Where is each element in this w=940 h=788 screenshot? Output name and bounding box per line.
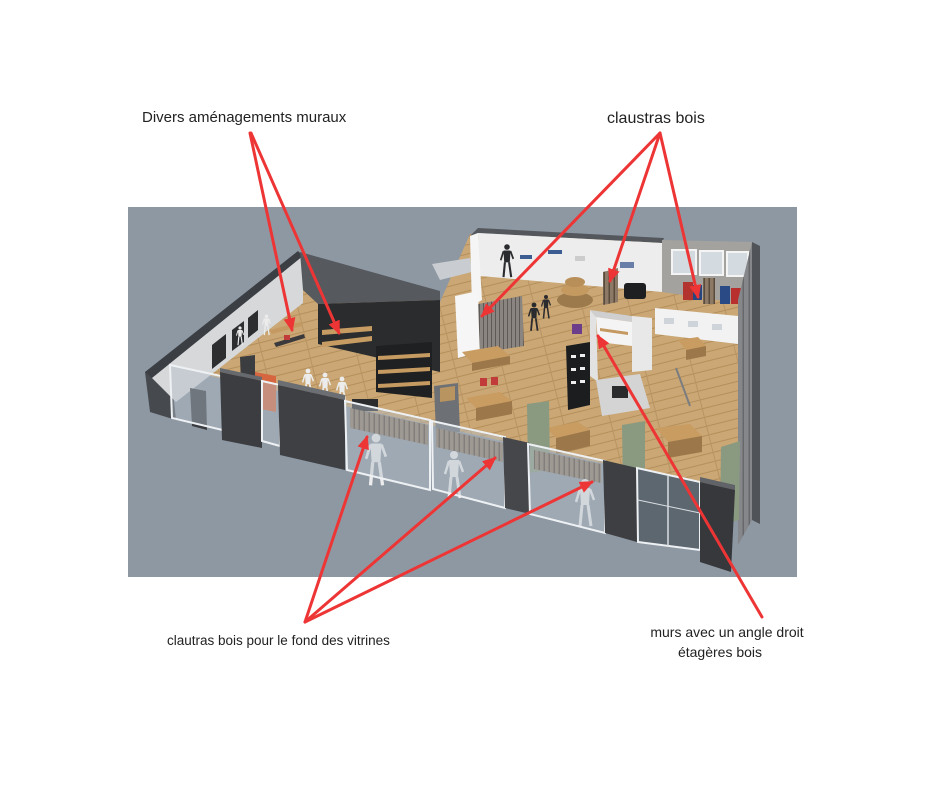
wood-cabinet-top (546, 422, 590, 438)
wood-cabinet-side (556, 430, 590, 454)
arrow-wood-screens (480, 131, 662, 318)
wood-wall-shelf (322, 336, 372, 347)
back-left-wall-top (145, 251, 303, 378)
wood-shelf (600, 328, 628, 335)
shoe-item (571, 355, 576, 358)
folded-stack (664, 318, 674, 324)
wood-table-side (472, 356, 510, 371)
wood-claustra-right (703, 278, 715, 304)
stockroom-roof (300, 252, 440, 304)
facade-block (278, 385, 345, 470)
right-wall-slats (738, 242, 752, 545)
arrow-wood-screens (658, 131, 702, 299)
wood-table-side (686, 346, 706, 360)
seat (612, 386, 628, 398)
round-display-tier (565, 277, 585, 287)
wall-display-item (520, 255, 532, 259)
facade-pillar (503, 437, 530, 514)
facade-block (220, 372, 262, 448)
facade-pillar (603, 460, 637, 542)
label-wall-fixtures: Divers aménagements muraux (142, 109, 347, 126)
arrow-wall-fixtures (248, 131, 296, 332)
wood-table-side (668, 436, 702, 458)
upper-window (699, 250, 724, 276)
wood-table-top (466, 392, 512, 408)
shoe-item (580, 380, 585, 383)
window-wood-claustra (350, 408, 428, 445)
wall-alcove (248, 310, 258, 338)
facade-block-top (220, 368, 262, 381)
facade-block-top (278, 380, 345, 400)
bookcase-shelf (378, 353, 430, 360)
wood-claustra-center (603, 268, 618, 305)
clothing-rail (675, 367, 691, 407)
bookcase-shelf (378, 367, 430, 374)
wood-table-top (462, 346, 510, 363)
entrance-frame (637, 499, 701, 514)
shop-window (343, 399, 431, 492)
shoe-item (580, 354, 585, 357)
upper-partition-top (432, 258, 472, 280)
label-window-backdrops: clautras bois pour le fond des vitrines (167, 633, 390, 648)
shoe-item (571, 381, 576, 384)
wall-shelf (274, 334, 305, 347)
arrow-window-backdrops (303, 456, 497, 624)
white-partition (455, 291, 480, 358)
display-rack-item (491, 377, 498, 385)
window-wood-claustra (534, 450, 601, 483)
display-item (572, 324, 582, 334)
wall-display-item (575, 256, 585, 261)
hanging-garment (720, 286, 730, 304)
facade-block-top (700, 477, 735, 490)
back-left-wall-face (152, 256, 303, 402)
wood-table-side (476, 401, 512, 421)
arrow-window-backdrops (303, 480, 594, 624)
hanging-garment (683, 282, 693, 300)
upper-room-wall-top (470, 228, 664, 243)
arrow-wall-fixtures (249, 131, 341, 335)
arrow-wood-screens (608, 131, 662, 283)
wall-alcove (212, 334, 226, 369)
wood-table-top (678, 337, 706, 350)
label-wood-screens: claustras bois (607, 110, 705, 127)
annotation-arrows (248, 131, 764, 624)
shop-window (261, 379, 281, 448)
arrow-right-angle-walls (596, 334, 764, 619)
label-right-angle-walls: murs avec un angle droit (650, 624, 803, 640)
window-wood-claustra (436, 428, 503, 462)
right-angle-wall-side (590, 310, 598, 382)
wall-display-item (548, 250, 562, 254)
facade-block (700, 482, 735, 572)
upper-room-left-wall (470, 233, 482, 306)
wall-display-item (284, 335, 290, 340)
facade-pillar (190, 388, 207, 430)
right-angle-wall-top (590, 310, 632, 322)
round-display-table (557, 292, 593, 308)
shoe-item (571, 368, 576, 371)
wall-display-item (620, 262, 634, 268)
wood-column-panel (440, 386, 455, 402)
arrow-window-backdrops (303, 435, 369, 624)
right-wall-edge (752, 242, 760, 524)
hanging-garment (731, 288, 741, 304)
armchair (624, 283, 646, 299)
display-rack-item (480, 378, 487, 386)
label-wood-shelves: étagères bois (678, 644, 762, 660)
black-shoe-display (566, 342, 590, 410)
folded-stack (712, 324, 722, 330)
shoe-item (580, 367, 585, 370)
round-display-tier (561, 284, 589, 296)
wood-claustra-center-left (478, 296, 524, 353)
folded-stack (688, 321, 698, 327)
counter-wall (632, 316, 652, 372)
wood-table-top (656, 424, 702, 442)
bookcase-shelf (378, 381, 430, 388)
